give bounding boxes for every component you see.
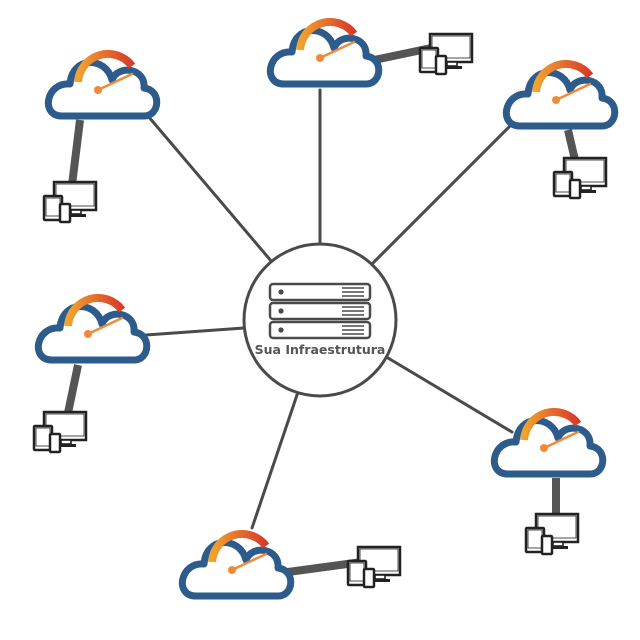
device-link-top-left (68, 119, 84, 186)
cloud-node-top (270, 22, 378, 84)
devices-icon (42, 180, 98, 224)
cloud-node-left (38, 298, 146, 360)
cloud-node-top-left (48, 54, 156, 116)
devices-icon (32, 410, 88, 454)
infrastructure-hub: Sua Infraestrutura (242, 242, 398, 398)
cloud-node-bottom (182, 534, 290, 596)
device-link-top-right (564, 129, 579, 161)
cloud-speedometer-icon (38, 298, 146, 360)
device-link-left (64, 364, 82, 414)
connector-lines (144, 88, 514, 530)
cloud-node-top-right (506, 64, 614, 126)
cloud-speedometer-icon (506, 64, 614, 126)
cloud-speedometer-icon (494, 412, 602, 474)
connector-right (386, 356, 514, 434)
devices-icon (346, 545, 402, 589)
connector-left (144, 326, 246, 337)
cloud-node-right (494, 412, 602, 474)
cloud-speedometer-icon (48, 54, 156, 116)
connector-top-left (146, 114, 274, 264)
server-rack-icon (268, 282, 372, 340)
cloud-speedometer-icon (270, 22, 378, 84)
cloud-speedometer-icon (182, 534, 290, 596)
connector-top-right (370, 124, 512, 266)
devices-icon (524, 512, 580, 556)
connector-bottom (250, 390, 300, 530)
hub-label: Sua Infraestrutura (255, 342, 386, 357)
devices-icon (418, 32, 474, 76)
devices-icon (552, 156, 608, 200)
